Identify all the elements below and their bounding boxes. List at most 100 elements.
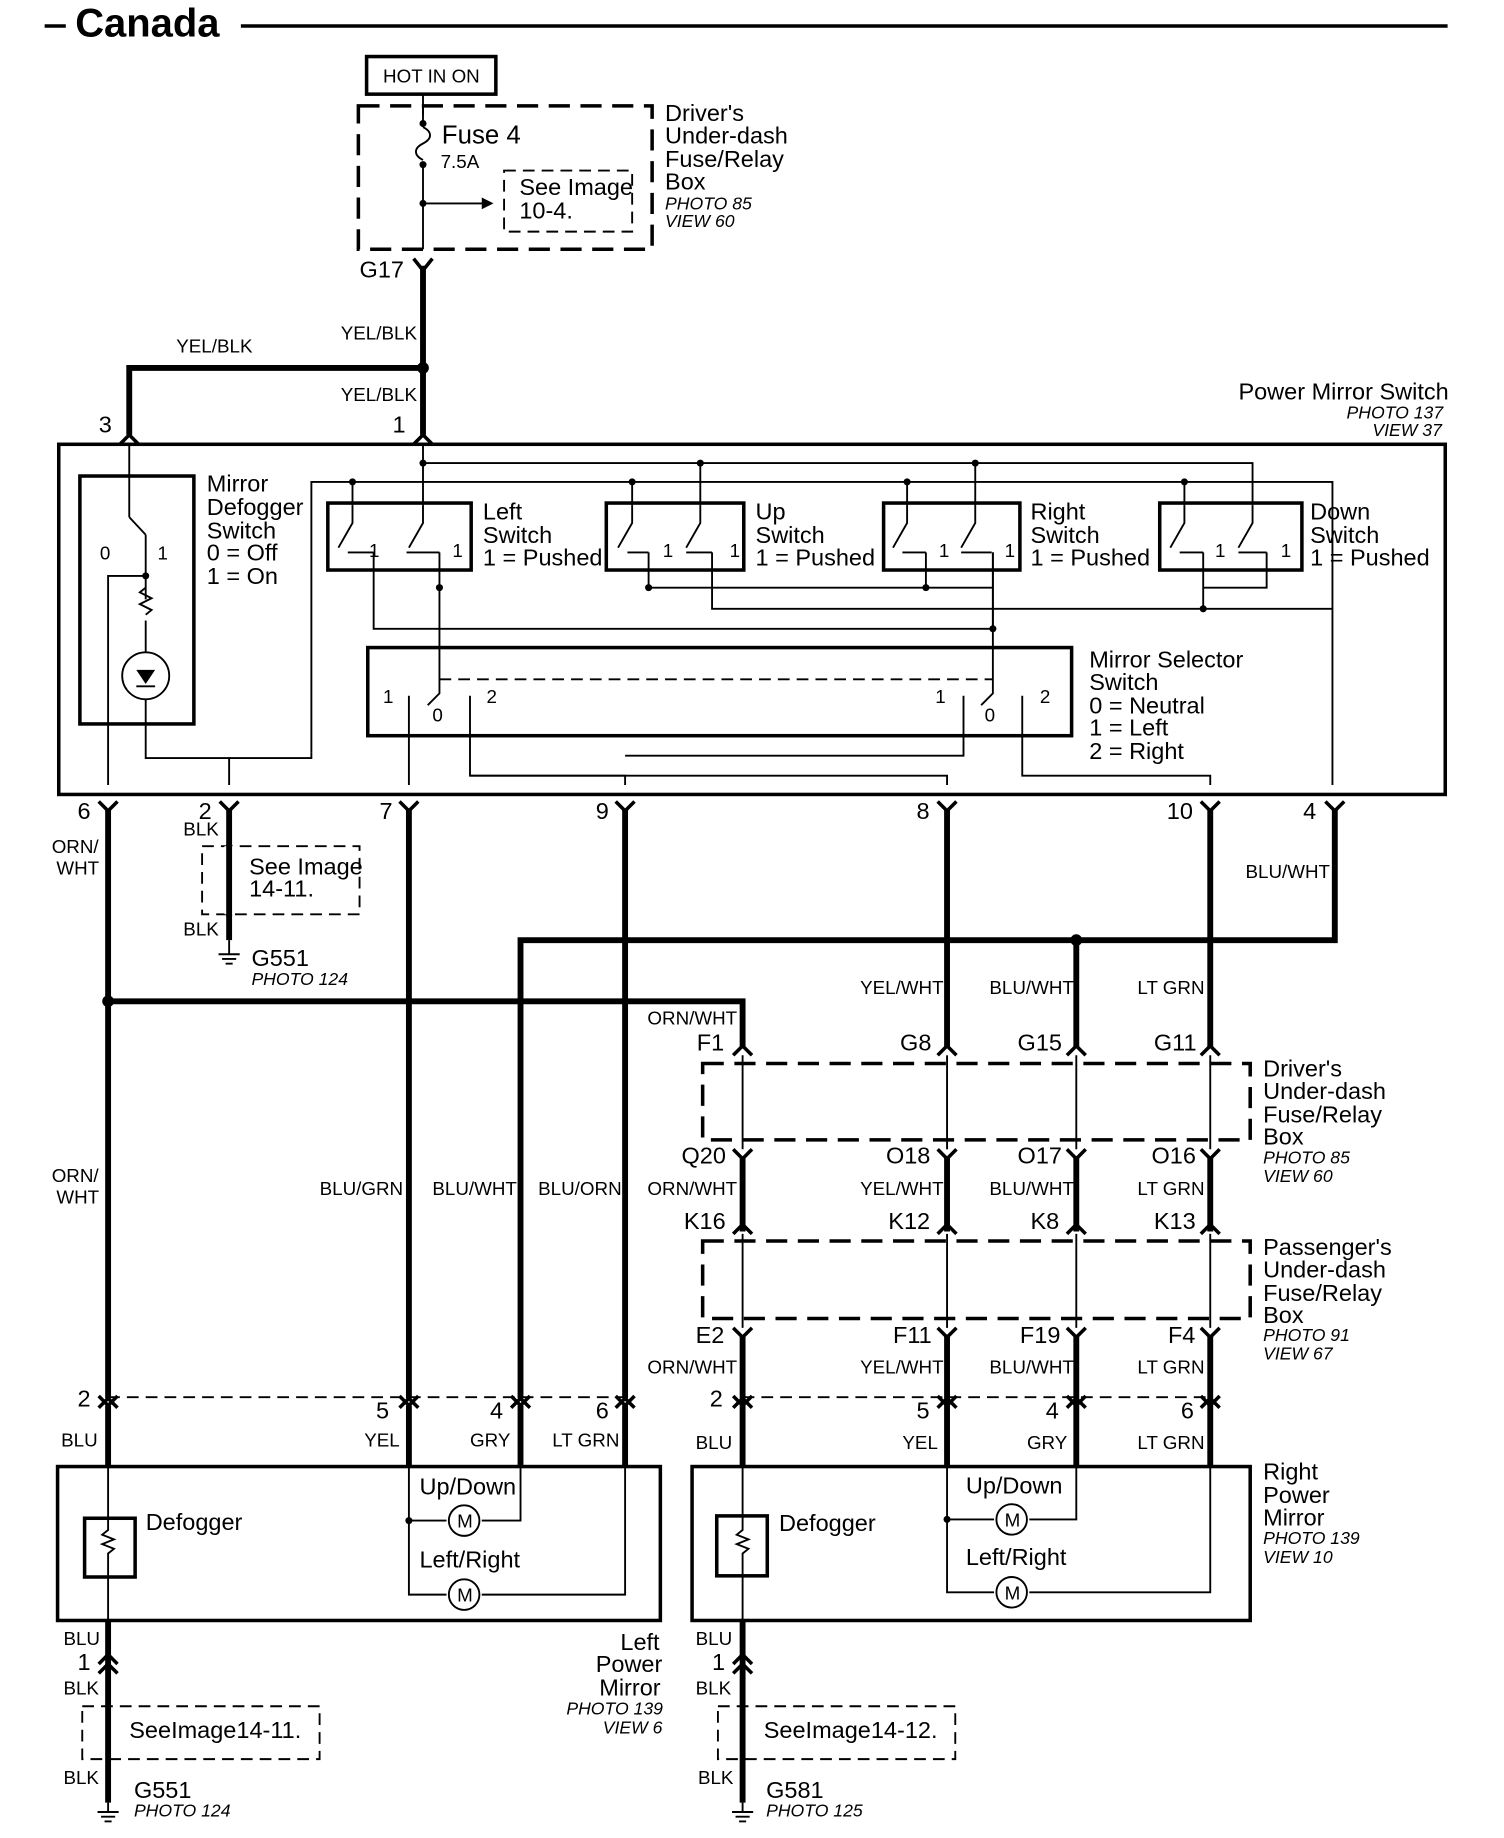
lt-grn-label-1: LT GRN xyxy=(1137,977,1204,998)
see-image-label: See Image xyxy=(519,174,633,200)
left-mirror-line-2: Power xyxy=(596,1651,663,1677)
arrow-head-icon xyxy=(481,197,494,210)
right-switch-line-1: Right xyxy=(1030,499,1085,525)
right-up-down-label: Up/Down xyxy=(966,1473,1063,1499)
right-motor-1-m: M xyxy=(1005,1509,1021,1530)
pin-O16: O16 xyxy=(1152,1142,1196,1168)
left-mirror-line-3: Mirror xyxy=(599,1675,661,1701)
pin-6: 6 xyxy=(78,798,91,824)
lt-grn-label-right: LT GRN xyxy=(1137,1432,1204,1453)
cross-junctions xyxy=(435,584,1207,633)
defogger-switch-box xyxy=(78,474,196,726)
pin-F1: F1 xyxy=(697,1030,724,1056)
pin-1: 1 xyxy=(392,412,405,438)
box-line-4: Box xyxy=(665,168,706,194)
gry-label-right: GRY xyxy=(1027,1432,1068,1453)
see-image-14-12-box xyxy=(716,1705,957,1761)
fuse-rating: 7.5A xyxy=(441,151,480,172)
wht-label-1b: WHT xyxy=(56,857,99,878)
down-switch-line-2: Switch xyxy=(1310,522,1379,548)
selector-line-3: 0 = Neutral xyxy=(1089,692,1205,718)
driver-box-line-2: Under-dash xyxy=(1263,1078,1386,1104)
blu-wht-label-2: BLU/WHT xyxy=(432,1178,517,1199)
g551-label-bottom: G551 xyxy=(134,1777,192,1803)
left-mirror-view: VIEW 6 xyxy=(603,1717,663,1737)
yelblk-bottom-label: YEL/BLK xyxy=(341,384,418,405)
pin-G8: G8 xyxy=(900,1030,931,1056)
ground-icon-right xyxy=(732,1802,754,1823)
blu-grn-label: BLU/GRN xyxy=(320,1178,404,1199)
right-switch-line-2: Switch xyxy=(1030,522,1099,548)
right-left-right-label: Left/Right xyxy=(966,1544,1067,1570)
ground-icon-left xyxy=(97,1802,119,1823)
orn-wht-label-3: ORN/WHT xyxy=(647,1357,737,1378)
right-switch-line-3: 1 = Pushed xyxy=(1030,544,1150,570)
fuse-node-a xyxy=(419,120,427,128)
see-image-10-4-box xyxy=(503,169,634,233)
right-mirror-pin-6: 6 xyxy=(1181,1397,1194,1423)
yel-label-left: YEL xyxy=(364,1430,400,1451)
passenger-box-line-2: Under-dash xyxy=(1263,1256,1386,1282)
orn-label-1a: ORN/ xyxy=(52,836,100,857)
driver-box-line-1: Driver's xyxy=(1263,1055,1342,1081)
right-mirror-line-2: Power xyxy=(1263,1482,1330,1508)
right-ground-connector xyxy=(731,1652,754,1675)
right-blk-ground-label-2: BLK xyxy=(698,1767,734,1788)
left-defogger-label: Defogger xyxy=(146,1509,243,1535)
switch-title: Power Mirror Switch xyxy=(1238,379,1448,405)
left-motor-junction xyxy=(405,1517,413,1525)
right-mirror-pin-5: 5 xyxy=(916,1397,929,1423)
pin-K12: K12 xyxy=(888,1208,930,1234)
orn-label-2a: ORN/ xyxy=(52,1165,100,1186)
pin-7: 7 xyxy=(380,798,393,824)
pin-4: 4 xyxy=(1303,798,1316,824)
pin-O18: O18 xyxy=(886,1142,930,1168)
g551-photo-top: PHOTO 124 xyxy=(251,969,348,989)
fuse-relay-box-top xyxy=(356,104,654,252)
svg-text:1: 1 xyxy=(1215,540,1225,561)
passenger-box-line-1: Passenger's xyxy=(1263,1234,1392,1260)
led-ground-link xyxy=(229,752,313,759)
left-ground-pin: 1 xyxy=(78,1649,91,1675)
defogger-out-wire xyxy=(107,574,146,786)
box-line-1: Driver's xyxy=(665,100,744,126)
svg-text:1: 1 xyxy=(730,540,740,561)
selector-line-5: 2 = Right xyxy=(1089,738,1184,764)
switch-bottom-connectors xyxy=(97,800,1346,814)
fuse-name: Fuse 4 xyxy=(442,121,521,149)
yelblk-left-label: YEL/BLK xyxy=(176,336,253,357)
svg-text:1: 1 xyxy=(383,686,393,707)
lt-grn-label-3: LT GRN xyxy=(1137,1357,1204,1378)
left-switch-box xyxy=(326,501,473,572)
left-switch-line-2: Switch xyxy=(483,522,552,548)
pin-K13: K13 xyxy=(1154,1208,1196,1234)
right-motor-wiring xyxy=(946,1466,1212,1594)
pin-K16: K16 xyxy=(684,1208,726,1234)
pin-F11: F11 xyxy=(893,1322,932,1348)
passenger-box-pass-through xyxy=(741,1233,1212,1328)
page-title: Canada xyxy=(75,2,220,46)
internal-bus-1 xyxy=(423,462,1254,506)
left-mirror-pin-4: 4 xyxy=(490,1397,503,1423)
driver-box-line-3: Fuse/Relay xyxy=(1263,1101,1382,1127)
right-ground-pin: 1 xyxy=(712,1649,725,1675)
right-power-mirror-box xyxy=(690,1464,1252,1623)
defogger-switch-blade xyxy=(128,516,147,536)
g581-photo: PHOTO 125 xyxy=(766,1801,863,1821)
up-switch-box xyxy=(604,501,746,572)
lt-grn-label-2: LT GRN xyxy=(1137,1178,1204,1199)
pin-8: 8 xyxy=(916,798,929,824)
switch-photo: PHOTO 137 xyxy=(1347,402,1445,422)
mirror-selector-box xyxy=(366,645,1074,738)
right-heater-icon xyxy=(734,1466,752,1622)
left-ground-connector xyxy=(97,1652,119,1675)
left-mirror-pin-5: 5 xyxy=(376,1397,389,1423)
right-defogger-label: Defogger xyxy=(779,1510,876,1536)
right-left-right-motor-icon xyxy=(995,1576,1028,1609)
left-left-right-motor-icon xyxy=(447,1578,481,1611)
driver-fuse-box xyxy=(700,1061,1252,1142)
passenger-box-line-3: Fuse/Relay xyxy=(1263,1280,1382,1306)
up-switch-line-2: Switch xyxy=(756,522,825,548)
